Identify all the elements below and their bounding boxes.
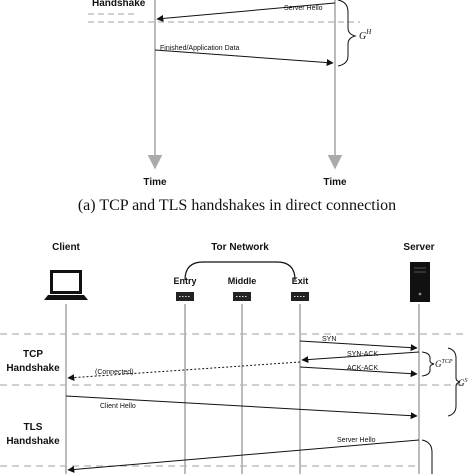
g-tcp-label: GTCP (435, 359, 453, 369)
server-label: Server (403, 242, 434, 253)
ack-ack-label: ACK-ACK (347, 365, 378, 372)
caption: (a) TCP and TLS handshakes in direct con… (78, 197, 396, 214)
bottom-panel: Client Tor Network Server Entry Middle E… (0, 242, 468, 474)
entry-label: Entry (173, 276, 196, 286)
exit-relay-icon (291, 292, 309, 301)
top-finished-arrow (154, 49, 334, 67)
laptop-icon (44, 270, 88, 300)
top-brace (337, 0, 357, 67)
connected-label: (Connected) (95, 369, 134, 376)
ack-ack-arrow (299, 366, 418, 378)
client-hello-arrow (65, 395, 418, 420)
syn-label: SYN (322, 336, 336, 343)
server-hello-label: Server Hello (337, 437, 376, 444)
syn-arrow (299, 340, 418, 352)
top-brace-label: GH (359, 28, 372, 42)
g-s-label: GS (458, 378, 468, 388)
tls-label-line1: TLS (24, 422, 43, 433)
top-time-right: Time (323, 177, 347, 188)
tor-network-bracket (184, 261, 296, 281)
tcp-label-line1: TCP (23, 349, 43, 360)
g-tcp-brace (421, 351, 435, 377)
client-hello-label: Client Hello (100, 403, 136, 410)
tor-network-label: Tor Network (211, 242, 269, 253)
top-handshake-label: Handshake (92, 0, 146, 9)
client-label: Client (52, 242, 80, 253)
middle-relay-icon (233, 292, 251, 301)
server-icon (410, 262, 430, 302)
g-s-brace (447, 347, 461, 417)
top-server-hello-arrow (156, 2, 336, 22)
syn-ack-label: SYN-ACK (347, 351, 378, 358)
top-server-hello-label: Server Hello (284, 5, 323, 12)
syn-ack-arrow (301, 351, 420, 364)
middle-label: Middle (228, 276, 257, 286)
entry-relay-icon (176, 292, 194, 301)
exit-label: Exit (292, 276, 309, 286)
top-time-left: Time (143, 177, 167, 188)
top-finished-label: Finished/Application Data (160, 45, 239, 52)
connected-arrow (67, 361, 301, 382)
tcp-label-line2: Handshake (6, 363, 60, 374)
tls-label-line2: Handshake (6, 436, 60, 447)
server-hello-arrow (67, 439, 420, 473)
g-partial-brace (421, 439, 433, 474)
top-panel: Handshake Server Hello Finished/Applicat… (88, 0, 372, 188)
